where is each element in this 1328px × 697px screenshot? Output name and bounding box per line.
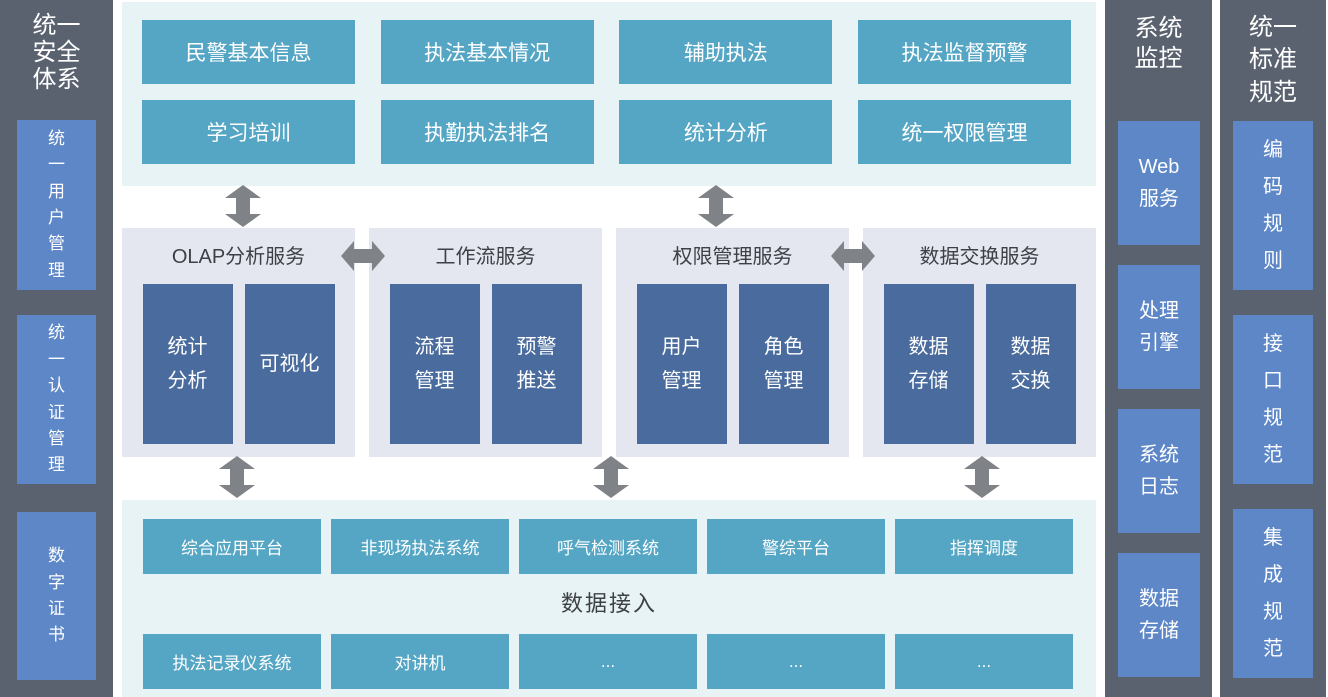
left-sidebar-security: 统一 安全 体系 统一用户管理 统一认证管理 数字证书: [0, 0, 113, 697]
standards-item-label: 接口规范: [1263, 332, 1283, 466]
data-source-box: 对讲机: [331, 634, 509, 689]
data-source-box: 执法记录仪系统: [143, 634, 321, 689]
double-arrow-vertical-icon: [964, 456, 1000, 498]
application-box: 统计分析: [619, 100, 833, 164]
double-arrow-horizontal-icon: [341, 241, 385, 271]
application-box: 执法监督预警: [857, 20, 1071, 84]
application-box: 民警基本信息: [142, 20, 355, 84]
right-sidebar-system-monitoring: 系统 监控 Web 服务 处理 引擎 系统 日志 数据 存储: [1105, 0, 1212, 697]
service-panel-permission: 权限管理服务 用户 管理 角色 管理: [616, 228, 849, 457]
security-item-user-management: 统一用户管理: [17, 120, 96, 290]
double-arrow-vertical-icon: [593, 456, 629, 498]
service-panel-data-exchange: 数据交换服务 数据 存储 数据 交换: [863, 228, 1096, 457]
security-item-digital-certificate: 数字证书: [17, 512, 96, 680]
monitoring-item-processing-engine: 处理 引擎: [1118, 265, 1200, 389]
double-arrow-horizontal-icon: [831, 241, 875, 271]
data-access-panel: 综合应用平台 非现场执法系统 呼气检测系统 警综平台 指挥调度 数据接入 执法记…: [122, 500, 1096, 697]
data-source-box: 呼气检测系统: [519, 519, 697, 574]
service-sub-box: 数据 交换: [985, 284, 1076, 444]
security-item-label: 统一认证管理: [47, 323, 65, 475]
application-box: 学习培训: [142, 100, 355, 164]
double-arrow-vertical-icon: [698, 185, 734, 227]
service-panel-title: 数据交换服务: [919, 246, 1040, 268]
service-panel-olap: OLAP分析服务 统计 分析 可视化: [122, 228, 355, 457]
data-source-box: 非现场执法系统: [331, 519, 509, 574]
service-panel-workflow: 工作流服务 流程 管理 预警 推送: [369, 228, 602, 457]
security-item-auth-management: 统一认证管理: [17, 315, 96, 484]
standards-item-interface-spec: 接口规范: [1233, 315, 1313, 484]
security-item-label: 数字证书: [47, 546, 65, 645]
right-sidebar-standards: 统一 标准 规范 编码规则 接口规范 集成规范: [1220, 0, 1326, 697]
data-source-row-2: 执法记录仪系统 对讲机 ... ... ...: [122, 634, 1096, 689]
standards-item-coding-rules: 编码规则: [1233, 121, 1313, 290]
application-layer-panel: 民警基本信息 执法基本情况 辅助执法 执法监督预警 学习培训 执勤执法排名 统计…: [122, 2, 1096, 186]
security-item-label: 统一用户管理: [47, 128, 65, 280]
service-panel-title: 权限管理服务: [672, 246, 793, 268]
standards-item-integration-spec: 集成规范: [1233, 509, 1313, 678]
left-sidebar-title: 统一 安全 体系: [32, 12, 81, 94]
service-sub-box: 用户 管理: [636, 284, 727, 444]
standards-item-label: 集成规范: [1263, 526, 1283, 660]
service-sub-box: 统计 分析: [142, 284, 233, 444]
data-source-box: 警综平台: [707, 519, 885, 574]
application-box: 统一权限管理: [857, 100, 1071, 164]
service-sub-box: 数据 存储: [883, 284, 974, 444]
service-sub-box: 预警 推送: [491, 284, 582, 444]
standards-item-label: 编码规则: [1263, 138, 1283, 272]
data-source-box: ...: [895, 634, 1073, 689]
data-source-box: 综合应用平台: [143, 519, 321, 574]
service-panel-title: 工作流服务: [435, 246, 536, 268]
double-arrow-vertical-icon: [219, 456, 255, 498]
data-access-label: 数据接入: [560, 591, 657, 616]
double-arrow-vertical-icon: [225, 185, 261, 227]
application-box: 执法基本情况: [380, 20, 594, 84]
data-source-box: ...: [707, 634, 885, 689]
service-panel-title: OLAP分析服务: [171, 246, 306, 268]
data-source-row-1: 综合应用平台 非现场执法系统 呼气检测系统 警综平台 指挥调度: [122, 519, 1096, 574]
service-sub-box: 角色 管理: [738, 284, 829, 444]
application-box: 执勤执法排名: [380, 100, 594, 164]
data-source-box: ...: [519, 634, 697, 689]
monitoring-item-system-log: 系统 日志: [1118, 409, 1200, 533]
service-sub-box: 可视化: [244, 284, 335, 444]
standards-title: 统一 标准 规范: [1249, 14, 1297, 106]
data-source-box: 指挥调度: [895, 519, 1073, 574]
monitoring-title: 系统 监控: [1134, 15, 1183, 72]
monitoring-item-web-service: Web 服务: [1118, 121, 1200, 245]
service-sub-box: 流程 管理: [389, 284, 480, 444]
monitoring-item-data-storage: 数据 存储: [1118, 553, 1200, 677]
application-box: 辅助执法: [619, 20, 833, 84]
